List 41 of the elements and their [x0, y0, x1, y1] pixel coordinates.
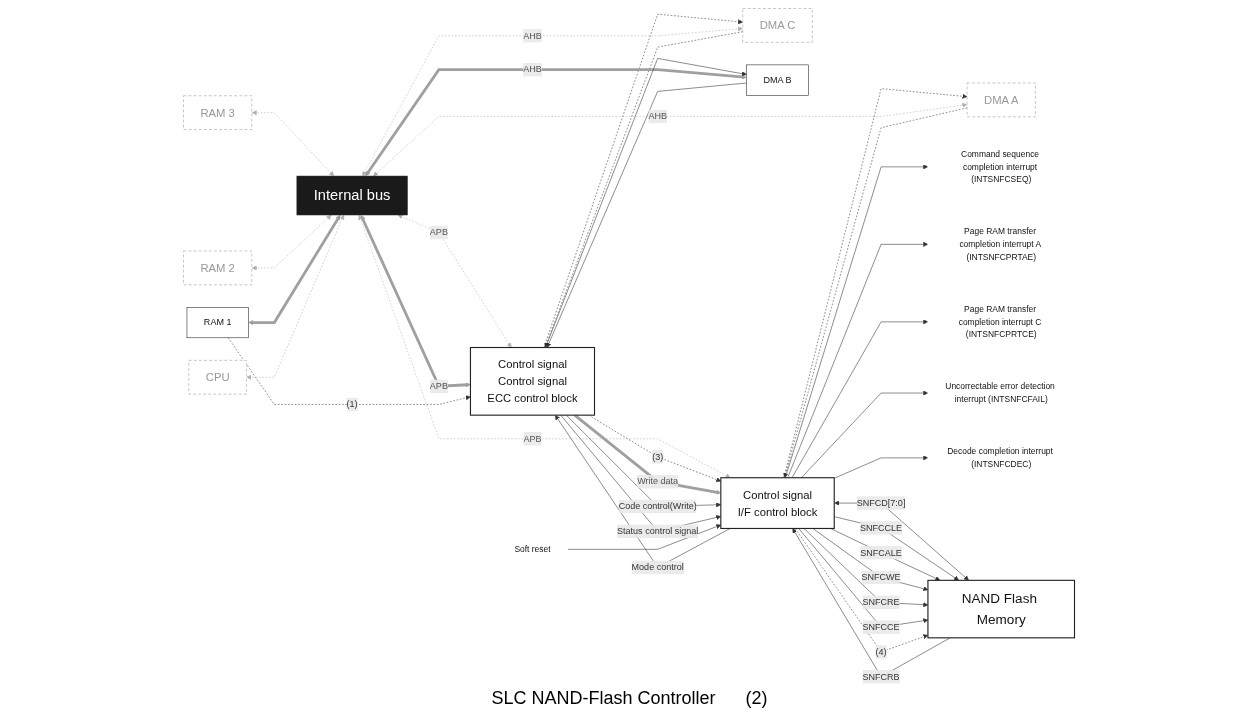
edge-label: APB [523, 433, 542, 444]
node-box: RAM 1 [187, 307, 250, 339]
node-text: Uncorrectable error detection interrupt (INTSNFCFAIL) [945, 381, 1056, 404]
node-text: Decode completion interrupt (INTSNFCDEC) [947, 446, 1054, 469]
edge-label: (1) [347, 399, 359, 409]
node-box: DMA A [967, 82, 1037, 118]
node-box: RAM 3 [183, 95, 253, 130]
edge-label: APB [430, 227, 449, 237]
node-box: DMA C [742, 8, 814, 43]
node-text: Soft reset [514, 544, 552, 554]
edge-label: SNFCCLE [860, 522, 903, 533]
arrow [574, 414, 722, 495]
edge-label: SNFCRE [863, 597, 901, 607]
edge-label: AHB [523, 64, 543, 75]
node-box: DMA B [746, 64, 810, 96]
edge-label: SNFCRB [863, 671, 901, 682]
arrow [365, 68, 748, 177]
node-box: NAND Flash Memory [927, 579, 1076, 639]
edge-label: (4) [876, 646, 888, 657]
node-text: Page RAM transfer completion interrupt C (INTSNFCPRTCE) [959, 303, 1042, 339]
diagram-caption: SLC NAND-Flash Controller [491, 688, 716, 709]
node-text: Page RAM transfer completion interrupt A (INTSNFCPRTAE) [959, 226, 1042, 262]
edge-label: (3) [652, 451, 664, 462]
node-box: RAM 2 [183, 250, 253, 286]
edge-label: AHB [648, 111, 668, 121]
node-text: Command sequence completion interrupt (INTSNFCSEQ) [961, 148, 1040, 184]
edge-label: SNFCD[7:0] [857, 498, 906, 508]
edge-label: SNFCALE [860, 547, 903, 558]
edge-label: Mode control [632, 562, 685, 572]
edge-label: Code control(Write) [619, 501, 698, 511]
edge-label: Write data [637, 476, 679, 487]
node-box: Control signal Control signal ECC control block [470, 346, 596, 416]
edge-label: AHB [523, 30, 543, 41]
node-box: CPU [189, 360, 248, 395]
edge-label: APB [430, 381, 449, 391]
edge-label: SNFCCE [863, 622, 901, 632]
edge-label: SNFCWE [862, 572, 902, 583]
node-box: Control signal I/F control block [720, 477, 836, 530]
step-number: (2) [745, 688, 768, 709]
edge-label: Status control signal [617, 526, 699, 536]
node-box: Internal bus [297, 175, 409, 216]
